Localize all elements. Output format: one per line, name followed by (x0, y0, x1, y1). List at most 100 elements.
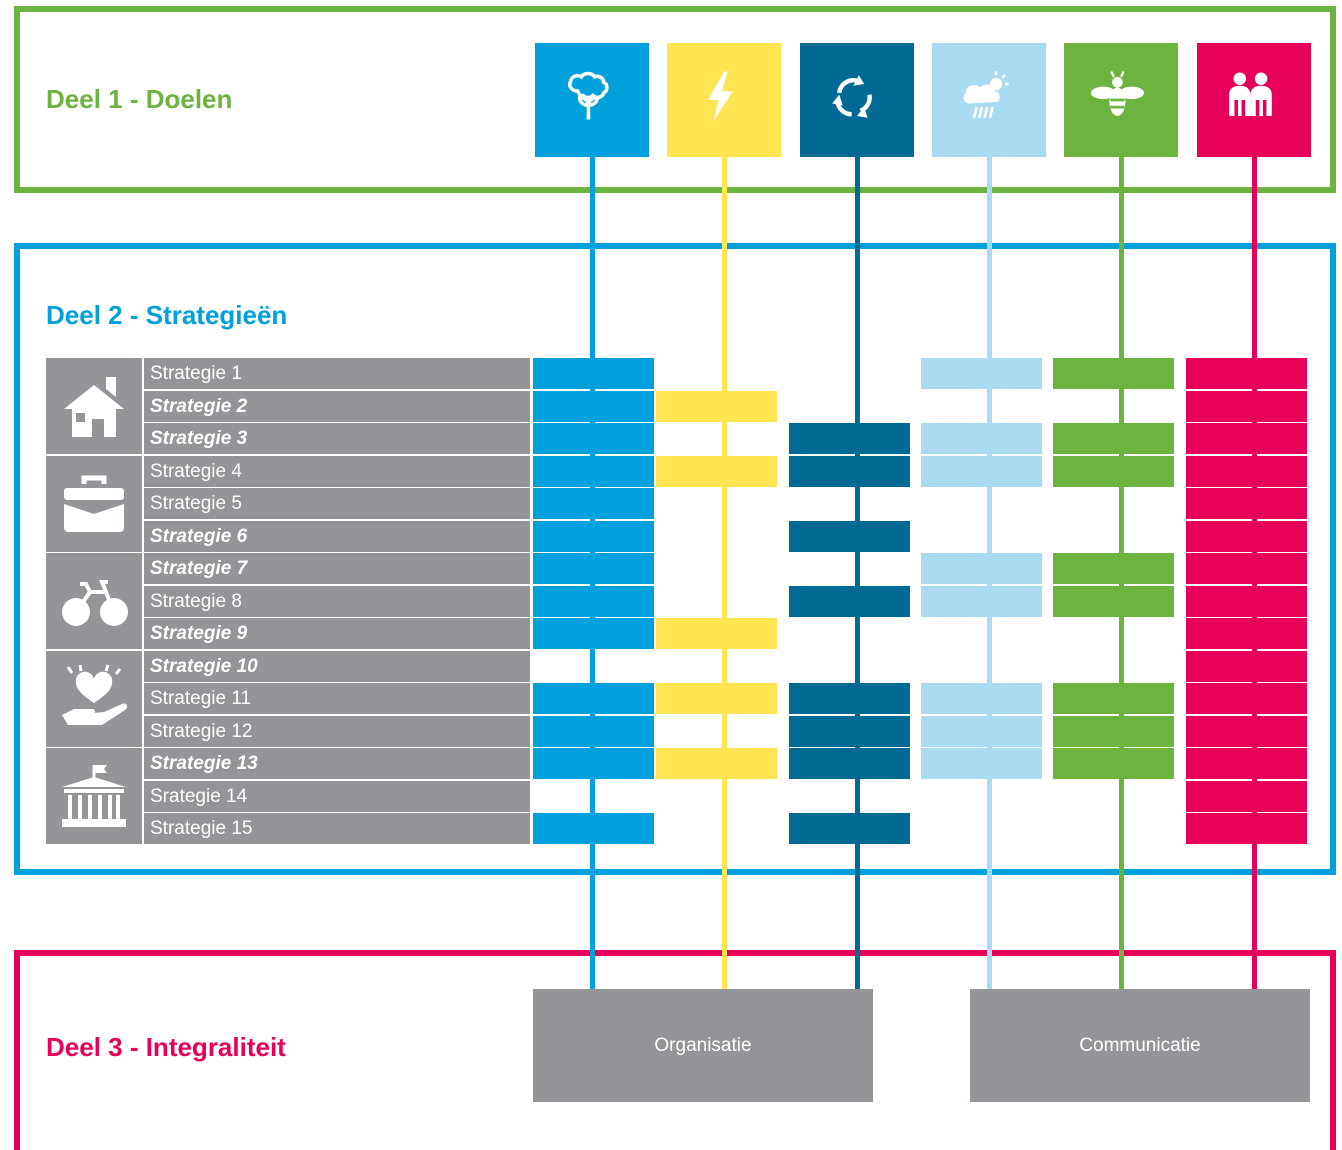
integrality-section-frame (14, 950, 1336, 1150)
matrix-cell (1053, 423, 1174, 454)
matrix-cell (789, 748, 910, 779)
matrix-cell (1186, 585, 1307, 617)
matrix-cell (921, 423, 1042, 454)
matrix-cell (1186, 650, 1307, 682)
goal-line-2 (722, 157, 727, 989)
matrix-cell (789, 585, 910, 617)
matrix-cell (656, 683, 777, 714)
category-block-1 (46, 358, 142, 454)
matrix-cell (1186, 748, 1307, 779)
goal-tile-4 (932, 43, 1046, 157)
strategies-section-frame (14, 243, 1336, 875)
matrix-cell (1186, 520, 1307, 552)
matrix-cell (533, 455, 654, 487)
matrix-cell (1053, 455, 1174, 487)
matrix-cell (533, 683, 654, 714)
strategies-section-title: Deel 2 - Strategieën (46, 300, 288, 330)
strategy-label: Strategie 12 (144, 715, 530, 747)
matrix-cell (1186, 455, 1307, 487)
goal-tile-5 (1064, 43, 1178, 157)
strategy-label: Strategie 9 (144, 618, 530, 649)
strategy-label: Strategie 5 (144, 488, 530, 519)
matrix-cell (533, 618, 654, 649)
matrix-cell (533, 488, 654, 519)
matrix-cell (533, 358, 654, 389)
matrix-cell (921, 585, 1042, 617)
strategy-label: Strategie 7 (144, 553, 530, 584)
bicycle-icon (62, 579, 128, 626)
strategy-label: Strategie 13 (144, 748, 530, 779)
rain-cloud-sun-icon (963, 71, 1009, 119)
matrix-cell (533, 813, 654, 844)
matrix-cell (921, 748, 1042, 779)
matrix-cell (1186, 780, 1307, 812)
matrix-cell (1053, 683, 1174, 714)
strategy-label: Strategie 8 (144, 585, 530, 617)
matrix-cell (1186, 423, 1307, 454)
matrix-cell (1186, 390, 1307, 422)
matrix-cell (921, 715, 1042, 747)
goal-tile-1 (535, 43, 649, 157)
matrix-cell (1186, 813, 1307, 844)
strategy-label: Strategie 1 (144, 358, 530, 389)
cotton-tree-icon (568, 71, 609, 120)
matrix-cell (533, 748, 654, 779)
matrix-cell (656, 455, 777, 487)
matrix-cell (1053, 748, 1174, 779)
matrix-cell (1186, 618, 1307, 649)
matrix-cell (921, 358, 1042, 389)
matrix-cell (1186, 358, 1307, 389)
matrix-cell (656, 618, 777, 649)
goal-line-3 (855, 157, 860, 989)
matrix-cell (1186, 488, 1307, 519)
matrix-cell (1186, 683, 1307, 714)
category-block-3 (46, 553, 142, 649)
goals-section-frame (14, 6, 1336, 193)
briefcase-icon (64, 475, 124, 533)
matrix-cell (1186, 553, 1307, 584)
goals-section-title: Deel 1 - Doelen (46, 84, 233, 114)
lightning-bolt-icon (708, 71, 733, 122)
matrix-cell (1186, 715, 1307, 747)
government-building-icon (62, 764, 126, 827)
matrix-cell (1053, 715, 1174, 747)
recycle-arrows-icon (832, 75, 872, 118)
strategy-label: Strategie 6 (144, 520, 530, 552)
matrix-cell (533, 423, 654, 454)
strategy-label: Strategie 3 (144, 423, 530, 454)
bee-icon (1090, 71, 1145, 116)
matrix-cell (533, 585, 654, 617)
goal-tile-3 (800, 43, 914, 157)
category-block-5 (46, 748, 142, 844)
matrix-cell (789, 423, 910, 454)
integrality-section-title: Deel 3 - Integraliteit (46, 1032, 286, 1062)
matrix-cell (1053, 585, 1174, 617)
matrix-cell (921, 683, 1042, 714)
organisatie-box: Organisatie (533, 989, 873, 1102)
strategy-label: Strategie 15 (144, 813, 530, 844)
matrix-cell (1053, 553, 1174, 584)
matrix-cell (789, 520, 910, 552)
matrix-cell (789, 683, 910, 714)
matrix-cell (1053, 358, 1174, 389)
heart-in-hand-icon (62, 664, 128, 726)
matrix-cell (921, 553, 1042, 584)
matrix-cell (533, 520, 654, 552)
strategy-label: Strategie 2 (144, 390, 530, 422)
people-icon (1229, 72, 1272, 116)
strategy-label: Strategie 4 (144, 455, 530, 487)
matrix-cell (789, 455, 910, 487)
matrix-cell (533, 553, 654, 584)
matrix-cell (921, 455, 1042, 487)
strategy-label: Strategie 11 (144, 683, 530, 714)
communicatie-box: Communicatie (970, 989, 1310, 1102)
goal-tile-2 (667, 43, 781, 157)
matrix-cell (533, 390, 654, 422)
matrix-cell (789, 715, 910, 747)
matrix-cell (656, 748, 777, 779)
category-block-4 (46, 650, 142, 747)
matrix-cell (656, 390, 777, 422)
matrix-cell (789, 813, 910, 844)
strategy-label: Strategie 10 (144, 650, 530, 682)
house-icon (64, 376, 124, 437)
